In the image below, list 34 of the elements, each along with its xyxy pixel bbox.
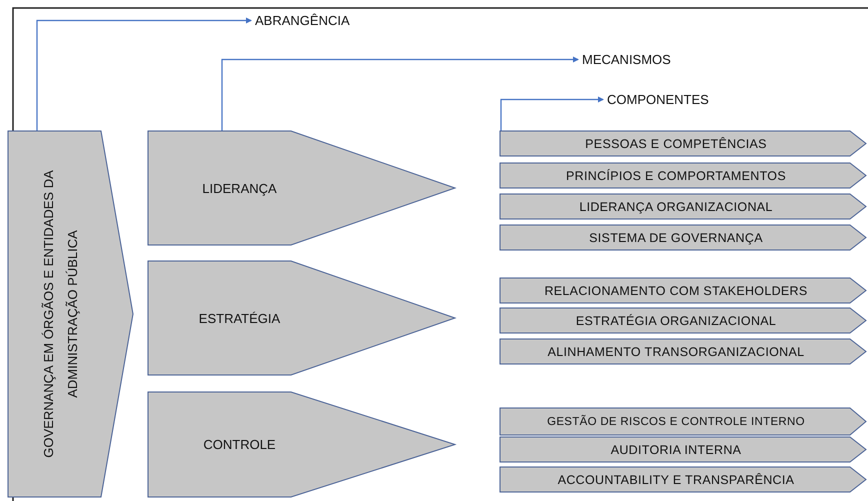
box-label: PRINCÍPIOS E COMPORTAMENTOS — [565, 168, 787, 184]
section-heading: MECANISMOS — [582, 52, 671, 67]
box-label: PESSOAS E COMPETÊNCIAS — [584, 136, 768, 152]
chevron-box — [500, 408, 866, 435]
chevron-box — [500, 437, 866, 462]
box-label: LIDERANÇA ORGANIZACIONAL — [578, 198, 774, 216]
pentagon-arrow-box — [148, 131, 455, 245]
connector-arrow — [221, 56, 579, 131]
box-label: ESTRATÉGIA — [198, 310, 282, 328]
connector-arrow — [36, 18, 252, 131]
box-label: ACCOUNTABILITY E TRANSPARÊNCIA — [556, 472, 796, 488]
chevron-box — [500, 163, 866, 188]
box-label: GESTÃO DE RISCOS E CONTROLE INTERNO — [546, 414, 806, 430]
chevron-box — [500, 339, 866, 364]
box-label: LIDERANÇA — [201, 180, 278, 198]
section-heading: COMPONENTES — [607, 92, 709, 107]
box-label: ALINHAMENTO TRANSORGANIZACIONAL — [546, 344, 806, 360]
pentagon-arrow-box — [148, 392, 455, 497]
chevron-box — [500, 278, 866, 303]
box-label: RELACIONAMENTO COM STAKEHOLDERS — [543, 282, 809, 300]
pentagon-arrow-box — [8, 131, 133, 497]
connector-arrow — [500, 96, 604, 131]
box-label: SISTEMA DE GOVERNANÇA — [588, 230, 764, 247]
chevron-box — [500, 131, 866, 156]
box-label: AUDITORIA INTERNA — [610, 442, 742, 458]
chevron-box — [500, 225, 866, 250]
section-heading: ABRANGÊNCIA — [255, 13, 350, 28]
box-label: CONTROLE — [202, 436, 277, 454]
box-label: GOVERNANÇA EM ÓRGÃOS E ENTIDADES DA ADMINISTRAÇÃO PÚBLICA — [40, 169, 81, 460]
chevron-box — [500, 194, 866, 219]
pentagon-arrow-box — [148, 261, 455, 375]
box-label: ESTRATÉGIA ORGANIZACIONAL — [574, 312, 778, 330]
chevron-box — [500, 308, 866, 333]
chevron-box — [500, 467, 866, 492]
